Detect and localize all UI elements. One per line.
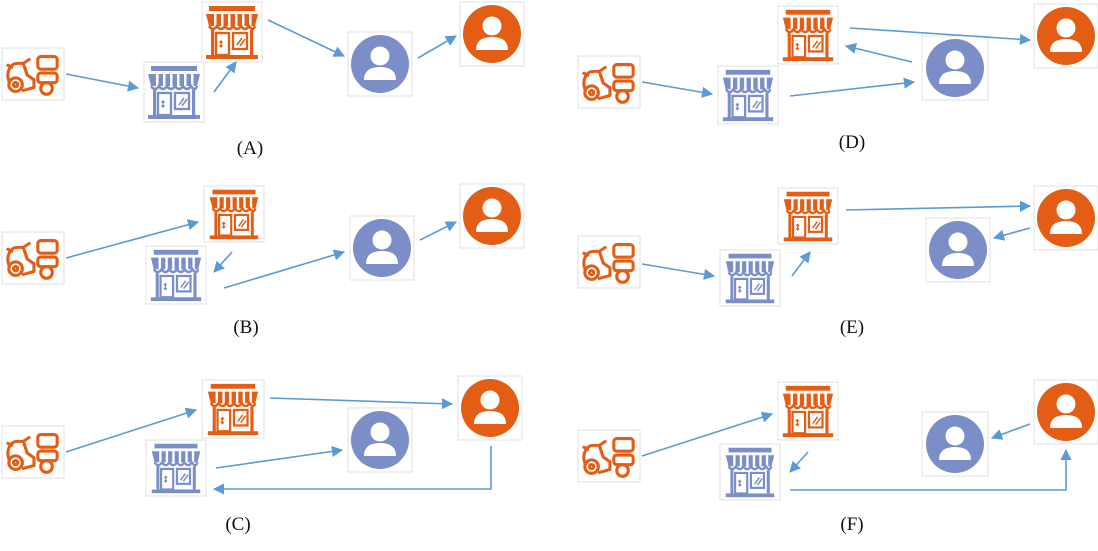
arrow-blue-user-to-orange-user [417, 35, 457, 59]
panel-d: (D) [577, 3, 1098, 153]
delivery-scooter-icon [1, 425, 65, 479]
arrow-blue-store-to-orange-store [213, 61, 237, 93]
orange-store-icon [777, 5, 839, 65]
orange-user-icon [1033, 185, 1098, 251]
arrow-orange-user-to-blue-store [212, 446, 492, 495]
arrow-orange-store-to-blue-store [213, 251, 233, 273]
panel-e: (E) [577, 185, 1098, 338]
blue-user-icon [921, 411, 989, 477]
orange-store-icon [203, 185, 265, 243]
arrow-orange-store-to-orange-user [269, 397, 454, 410]
arrow-scooter-to-orange-store [65, 407, 198, 453]
panel-a: (A) [1, 1, 525, 159]
arrow-blue-store-to-blue-user [789, 77, 916, 97]
arrow-orange-store-to-orange-user [849, 27, 1032, 45]
orange-user-icon [459, 1, 525, 67]
orange-store-icon [201, 1, 263, 63]
orange-store-icon [201, 379, 265, 439]
blue-user-icon [921, 35, 989, 101]
blue-user-icon [347, 31, 413, 97]
orange-user-icon [459, 183, 525, 249]
blue-store-icon [719, 443, 781, 501]
arrow-orange-store-to-orange-user [845, 200, 1032, 212]
blue-store-icon [143, 61, 205, 123]
panel-caption: (E) [840, 317, 864, 338]
orange-user-icon [1033, 379, 1098, 445]
blue-store-icon [719, 249, 781, 307]
panel-caption: (D) [839, 132, 865, 153]
panel-b: (B) [1, 183, 525, 338]
delivery-scooter-icon [577, 235, 641, 289]
orange-store-icon [777, 187, 839, 245]
arrow-blue-store-to-orange-user [790, 448, 1072, 491]
arrow-scooter-to-orange-store [65, 219, 200, 259]
arrow-blue-store-to-blue-user [215, 445, 344, 469]
blue-user-icon [349, 215, 415, 281]
blue-store-icon [145, 439, 207, 497]
delivery-scooter-icon [1, 47, 65, 101]
orange-user-icon [1033, 3, 1098, 69]
panel-caption: (F) [840, 514, 863, 535]
panel-caption: (A) [237, 138, 263, 159]
blue-user-icon [347, 407, 413, 473]
panel-f: (F) [577, 379, 1098, 535]
panel-caption: (C) [225, 514, 250, 535]
arrow-scooter-to-blue-store [65, 73, 140, 92]
arrow-blue-store-to-blue-user [223, 249, 346, 289]
arrow-scooter-to-blue-store [641, 81, 714, 98]
panel-c: (C) [1, 375, 523, 535]
arrow-blue-store-to-orange-store [791, 251, 811, 277]
arrow-blue-user-to-orange-store [844, 42, 913, 63]
arrow-orange-user-to-blue-user [990, 423, 1031, 440]
blue-store-icon [717, 65, 779, 125]
arrow-orange-user-to-blue-user [992, 227, 1031, 241]
blue-store-icon [145, 245, 207, 305]
delivery-scooter-icon [577, 55, 641, 109]
orange-store-icon [777, 381, 839, 441]
blue-user-icon [925, 217, 991, 283]
arrow-orange-store-to-blue-store [789, 451, 809, 473]
arrow-scooter-to-orange-store [641, 411, 774, 457]
arrow-scooter-to-blue-store [641, 263, 716, 280]
panel-caption: (B) [233, 317, 258, 338]
orange-user-icon [457, 375, 523, 441]
delivery-scooter-icon [577, 429, 641, 483]
delivery-scooter-icon [1, 231, 65, 285]
arrow-blue-user-to-orange-user [419, 221, 458, 241]
arrow-orange-store-to-blue-user [267, 19, 346, 57]
